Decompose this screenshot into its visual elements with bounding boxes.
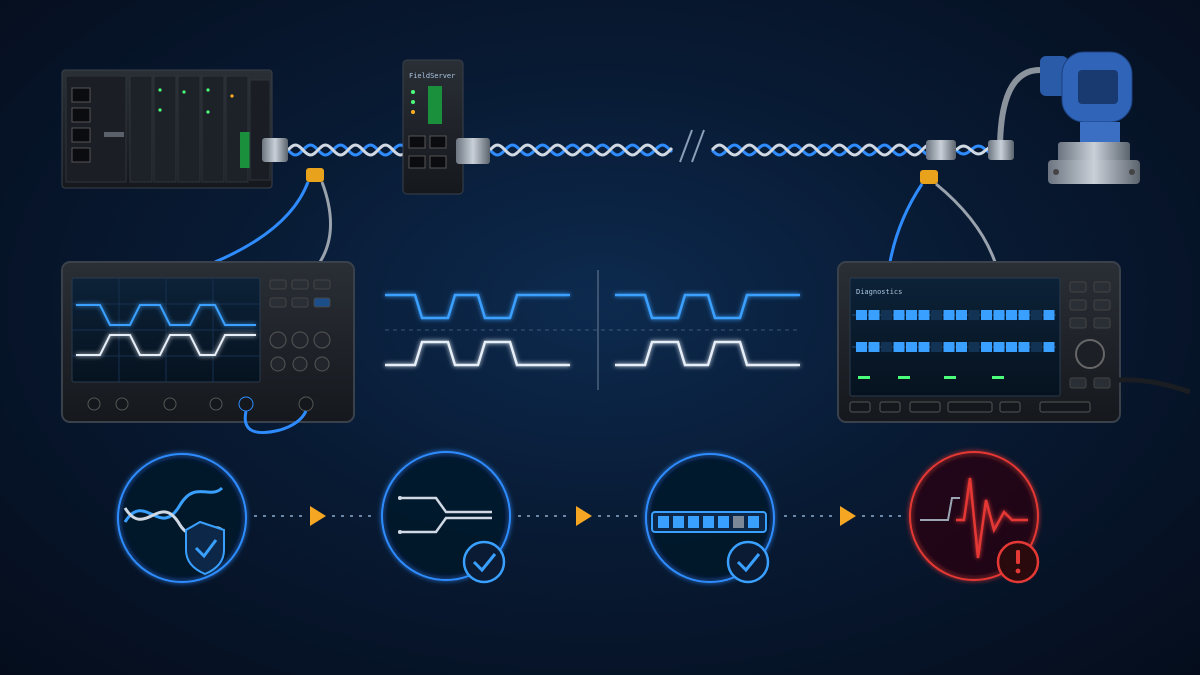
frame-bit: [993, 310, 1005, 320]
cable-strand: [488, 143, 674, 157]
workflow-steps: [117, 451, 1040, 584]
frame-bit: [918, 310, 930, 320]
probe-tap-right: [888, 140, 997, 263]
twisted-pair-shield-icon: [123, 486, 225, 576]
frame-bit: [943, 342, 955, 352]
scope-trace-a: [76, 304, 256, 326]
status-led-icon: [158, 88, 234, 114]
field-switch: FieldServer: [402, 59, 490, 195]
workflow-step-signal: [381, 451, 511, 584]
scope-trace-b: [76, 334, 256, 356]
cable-strand: [955, 144, 991, 156]
differential-signal-icon: [398, 496, 492, 534]
noise-spike-icon: [920, 477, 1028, 559]
frame-bit: [956, 342, 967, 352]
frame-bit: [906, 342, 917, 352]
frame-bit: [893, 310, 905, 320]
signal-wave-blue-left: [385, 293, 570, 320]
workflow-step-noise-fault: [909, 451, 1040, 584]
frame-bit: [881, 310, 892, 320]
signal-wave-blue-right: [615, 293, 800, 320]
analyzer-dial-icon: [1075, 339, 1105, 369]
frame-bit: [956, 310, 967, 320]
frame-bit: [943, 310, 955, 320]
workflow-step-data-frame: [645, 453, 775, 584]
analyzer-frame-row: [852, 342, 1056, 352]
arrow-right-icon: [840, 506, 856, 526]
twisted-pair-cable: [286, 143, 991, 157]
check-badge-icon: [726, 540, 770, 584]
arrow-right-icon: [310, 506, 326, 526]
frame-bit: [868, 310, 880, 320]
differential-waveform-display: [385, 293, 800, 367]
pressure-transmitter: [988, 51, 1140, 184]
workflow-connector: [784, 506, 904, 526]
protocol-analyzer: Diagnostics: [837, 261, 1191, 423]
frame-bit: [893, 342, 905, 352]
probe-tap-left: [214, 168, 332, 264]
frame-bit: [868, 342, 880, 352]
frame-bit: [1043, 310, 1055, 320]
arrow-right-icon: [576, 506, 592, 526]
workflow-connector: [518, 506, 640, 526]
cable-strand: [286, 143, 405, 157]
workflow-connector: [254, 506, 374, 526]
frame-bit: [918, 342, 930, 352]
scope-knob-icon: [269, 331, 331, 372]
frame-bit: [1043, 342, 1055, 352]
signal-wave-white-right: [615, 340, 800, 367]
workflow-step-cable-shield: [117, 453, 247, 583]
analyzer-frame-row: [852, 310, 1056, 320]
frame-bit: [993, 342, 1005, 352]
data-frame-icon: [651, 511, 767, 533]
frame-bit: [1006, 342, 1017, 352]
frame-bit: [981, 342, 992, 352]
frame-bit: [906, 310, 917, 320]
frame-bit: [1018, 310, 1030, 320]
frame-bit: [881, 342, 892, 352]
frame-bit: [1006, 310, 1017, 320]
frame-bit: [968, 342, 980, 352]
cable-strand: [286, 143, 405, 157]
frame-bit: [968, 310, 980, 320]
alert-badge-icon: [996, 540, 1040, 584]
cable-strand: [955, 144, 991, 156]
frame-bit: [856, 310, 867, 320]
frame-bit: [1031, 310, 1042, 320]
signal-wave-white-left: [385, 340, 570, 367]
oscilloscope: [61, 261, 355, 435]
check-badge-icon: [462, 540, 506, 584]
frame-bit: [931, 310, 942, 320]
frame-bit: [856, 342, 867, 352]
frame-bit: [931, 342, 942, 352]
analyzer-title: Diagnostics: [856, 288, 902, 296]
plc-rack: [61, 69, 288, 189]
frame-bit: [1031, 342, 1042, 352]
ethernet-port-icon: [71, 87, 91, 163]
frame-bit: [1018, 342, 1030, 352]
cable-strand: [710, 143, 929, 157]
cable-break-icon: [679, 129, 705, 163]
switch-label: FieldServer: [409, 72, 455, 80]
frame-bit: [981, 310, 992, 320]
